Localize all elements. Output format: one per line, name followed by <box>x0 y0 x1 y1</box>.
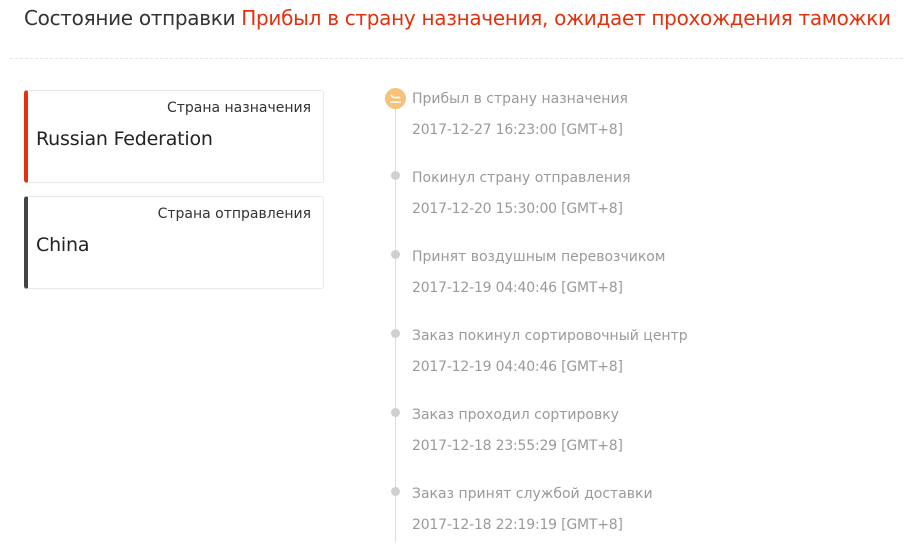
event-time: 2017-12-27 16:23:00 [GMT+8] <box>412 122 623 138</box>
status-value: Прибыл в страну назначения, ожидает прох… <box>241 6 891 30</box>
event-title: Заказ проходил сортировку <box>412 407 619 423</box>
timeline-event: Принят воздушным перевозчиком 2017-12-19… <box>384 244 894 314</box>
event-title: Прибыл в страну назначения <box>412 91 628 107</box>
timeline-dot <box>391 487 400 496</box>
origin-caption: Страна отправления <box>157 206 311 222</box>
event-time: 2017-12-18 23:55:29 [GMT+8] <box>412 438 623 454</box>
tracking-timeline: Прибыл в страну назначения 2017-12-27 16… <box>384 86 904 547</box>
timeline-dot <box>391 408 400 417</box>
event-title: Заказ покинул сортировочный центр <box>412 328 688 344</box>
divider <box>10 58 903 59</box>
destination-country-card: Страна назначения Russian Federation <box>24 90 324 183</box>
destination-caption: Страна назначения <box>166 100 311 116</box>
timeline-dot <box>391 329 400 338</box>
destination-country: Russian Federation <box>36 128 213 150</box>
timeline-event: Заказ принят службой доставки 2017-12-18… <box>384 481 894 547</box>
event-time: 2017-12-20 15:30:00 [GMT+8] <box>412 201 623 217</box>
event-time: 2017-12-19 04:40:46 [GMT+8] <box>412 359 623 375</box>
timeline-event: Заказ покинул сортировочный центр 2017-1… <box>384 323 894 393</box>
event-time: 2017-12-18 22:19:19 [GMT+8] <box>412 517 623 533</box>
event-time: 2017-12-19 04:40:46 [GMT+8] <box>412 280 623 296</box>
origin-country-card: Страна отправления China <box>24 196 324 289</box>
timeline-event: Заказ проходил сортировку 2017-12-18 23:… <box>384 402 894 472</box>
timeline-line <box>395 102 396 542</box>
timeline-dot <box>391 171 400 180</box>
event-title: Покинул страну отправления <box>412 170 631 186</box>
event-title: Принят воздушным перевозчиком <box>412 249 666 265</box>
shipment-status-header: Состояние отправки Прибыл в страну назна… <box>24 4 891 32</box>
status-label: Состояние отправки <box>24 6 236 30</box>
timeline-dot <box>391 250 400 259</box>
origin-country: China <box>36 234 90 256</box>
timeline-event: Покинул страну отправления 2017-12-20 15… <box>384 165 894 235</box>
timeline-event: Прибыл в страну назначения 2017-12-27 16… <box>384 86 894 156</box>
event-title: Заказ принят службой доставки <box>412 486 653 502</box>
plane-landing-icon <box>385 88 406 109</box>
